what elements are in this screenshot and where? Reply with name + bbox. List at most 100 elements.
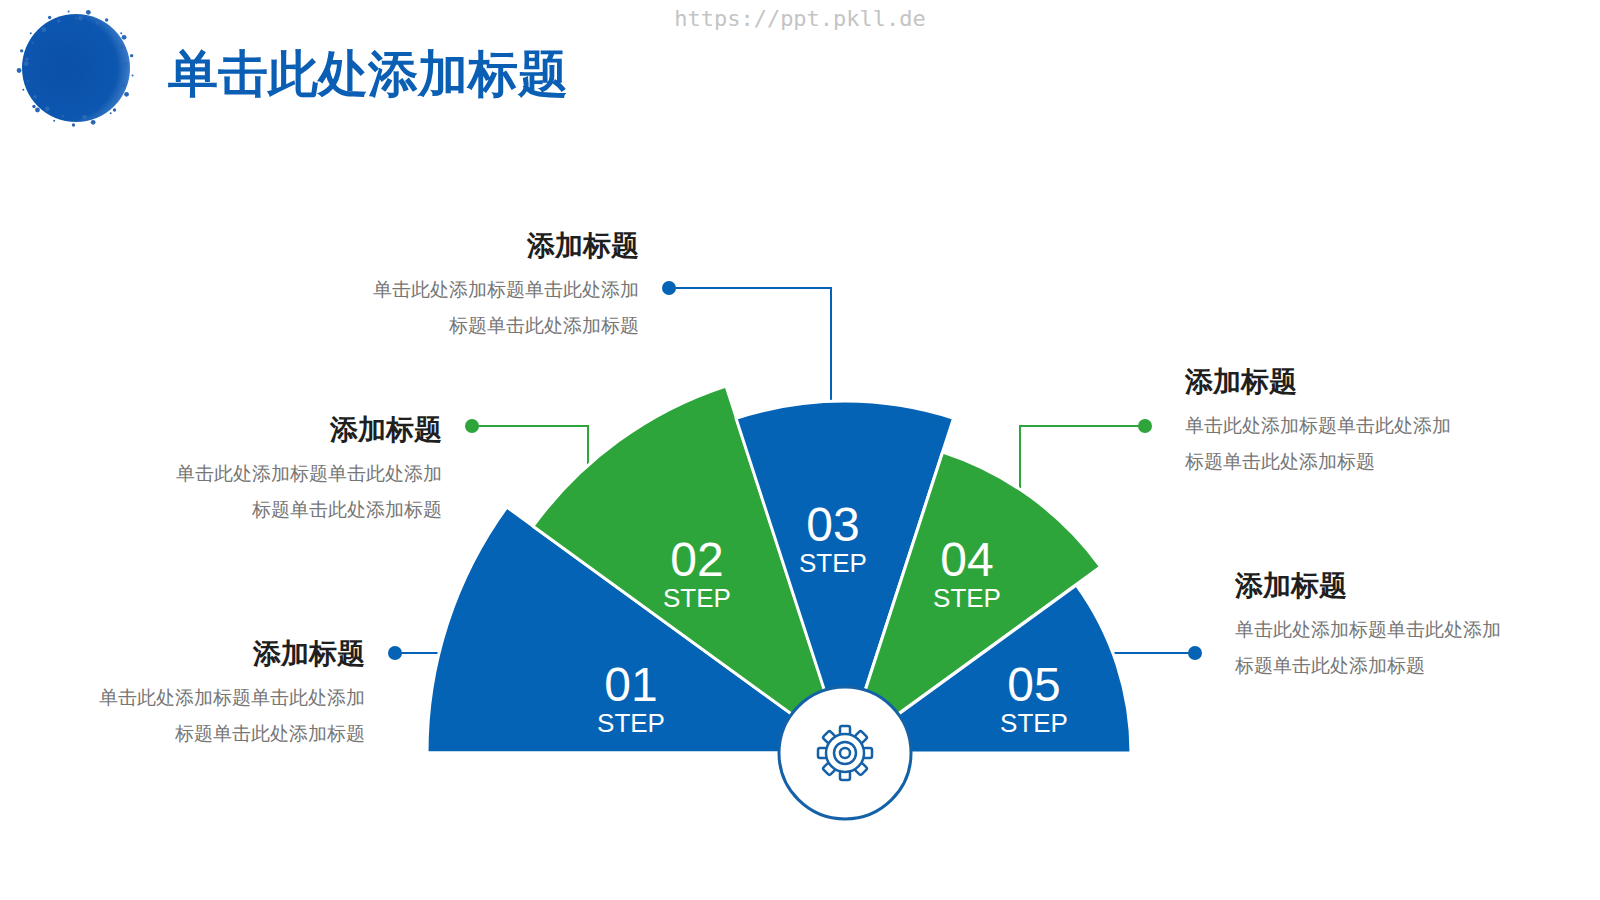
sector-label: 01STEP: [597, 661, 665, 738]
speckle: [82, 115, 87, 120]
speckle: [33, 95, 36, 98]
speckle: [35, 108, 40, 113]
speckle: [30, 32, 32, 34]
callout-block: 添加标题单击此处添加标题单击此处添加标题单击此处添加标题: [1185, 364, 1455, 479]
speckle: [45, 107, 50, 112]
callout-body: 单击此处添加标题单击此处添加标题单击此处添加标题: [172, 455, 442, 527]
speckle: [121, 83, 126, 88]
speckle: [20, 49, 23, 52]
leader-connector: [662, 281, 831, 401]
gear-icon: [818, 726, 872, 780]
step-word: STEP: [597, 709, 665, 738]
speckle: [72, 123, 75, 126]
step-word: STEP: [799, 549, 867, 578]
speckle: [48, 16, 51, 19]
leader-line: [1113, 652, 1195, 654]
speckles: [17, 10, 134, 127]
gear-tooth: [854, 730, 867, 743]
step-number: 02: [663, 536, 731, 584]
speckle: [105, 18, 108, 21]
sector-label: 02STEP: [663, 536, 731, 613]
callout-heading: 添加标题: [1185, 364, 1455, 399]
callout-block: 添加标题单击此处添加标题单击此处添加标题单击此处添加标题: [172, 412, 442, 527]
step-word: STEP: [663, 584, 731, 613]
speckle: [75, 17, 77, 19]
speckle: [110, 32, 112, 34]
gear-hub: [840, 748, 850, 758]
callout-heading: 添加标题: [95, 636, 365, 671]
speckle: [17, 68, 22, 73]
step-number: 03: [799, 501, 867, 549]
step-number: 05: [1000, 661, 1068, 709]
gear-body: [826, 734, 864, 772]
title-blob: [22, 14, 130, 122]
gear-tooth: [840, 726, 850, 735]
step-number: 01: [597, 661, 665, 709]
callout-block: 添加标题单击此处添加标题单击此处添加标题单击此处添加标题: [369, 228, 639, 343]
speckle: [113, 98, 116, 101]
speckle: [41, 27, 46, 32]
leader-line: [472, 426, 588, 465]
speckle: [124, 62, 127, 65]
leader-connector: [1113, 646, 1202, 660]
speckle: [91, 120, 96, 125]
sector-label: 04STEP: [933, 536, 1001, 613]
callout-block: 添加标题单击此处添加标题单击此处添加标题单击此处添加标题: [1235, 568, 1505, 683]
leader-line: [669, 288, 831, 401]
callout-body: 单击此处添加标题单击此处添加标题单击此处添加标题: [1235, 611, 1505, 683]
speckle: [110, 112, 112, 114]
leader-dot: [1188, 646, 1202, 660]
speckle: [113, 108, 116, 111]
leader-dot: [465, 419, 479, 433]
speckle: [120, 32, 122, 34]
leader-dot: [388, 646, 402, 660]
leader-connector: [388, 646, 439, 660]
speckle: [132, 74, 134, 76]
gear-tooth: [822, 762, 835, 775]
sector-label: 05STEP: [1000, 661, 1068, 738]
speckle: [119, 44, 124, 49]
sector-wedge: [845, 585, 1131, 753]
gear-ring: [834, 742, 856, 764]
speckle: [122, 35, 127, 40]
speckle: [62, 115, 64, 117]
speckle: [95, 21, 98, 24]
gear-tooth: [863, 748, 872, 758]
speckle: [32, 42, 34, 44]
speckle: [86, 10, 91, 15]
sector-label: 03STEP: [799, 501, 867, 578]
speckle: [124, 92, 129, 97]
speckle: [100, 110, 102, 112]
gear-tooth: [854, 762, 867, 775]
speckle: [32, 105, 35, 108]
callout-heading: 添加标题: [1235, 568, 1505, 603]
speckle: [22, 89, 24, 91]
speckle: [125, 67, 127, 69]
step-word: STEP: [1000, 709, 1068, 738]
speckle: [53, 120, 55, 122]
callout-heading: 添加标题: [369, 228, 639, 263]
gear-tooth: [822, 730, 835, 743]
watermark: https://ppt.pkll.de: [674, 6, 926, 31]
callout-body: 单击此处添加标题单击此处添加标题单击此处添加标题: [95, 679, 365, 751]
leader-connector: [465, 419, 588, 465]
center-circle: [779, 687, 911, 819]
leader-dot: [662, 281, 676, 295]
speckle: [25, 58, 28, 61]
leader-line: [1020, 426, 1145, 490]
speckle: [130, 54, 133, 57]
leader-dot: [1138, 419, 1152, 433]
page-title: 单击此处添加标题: [168, 42, 568, 106]
speckle: [24, 61, 29, 66]
gear-tooth: [818, 748, 827, 758]
speckle: [78, 16, 83, 21]
speckle: [27, 80, 29, 82]
step-word: STEP: [933, 584, 1001, 613]
leader-connector: [1020, 419, 1152, 490]
callout-body: 单击此处添加标题单击此处添加标题单击此处添加标题: [369, 271, 639, 343]
callout-body: 单击此处添加标题单击此处添加标题单击此处添加标题: [1185, 407, 1455, 479]
gear-tooth: [840, 771, 850, 780]
step-number: 04: [933, 536, 1001, 584]
speckle: [57, 19, 60, 22]
